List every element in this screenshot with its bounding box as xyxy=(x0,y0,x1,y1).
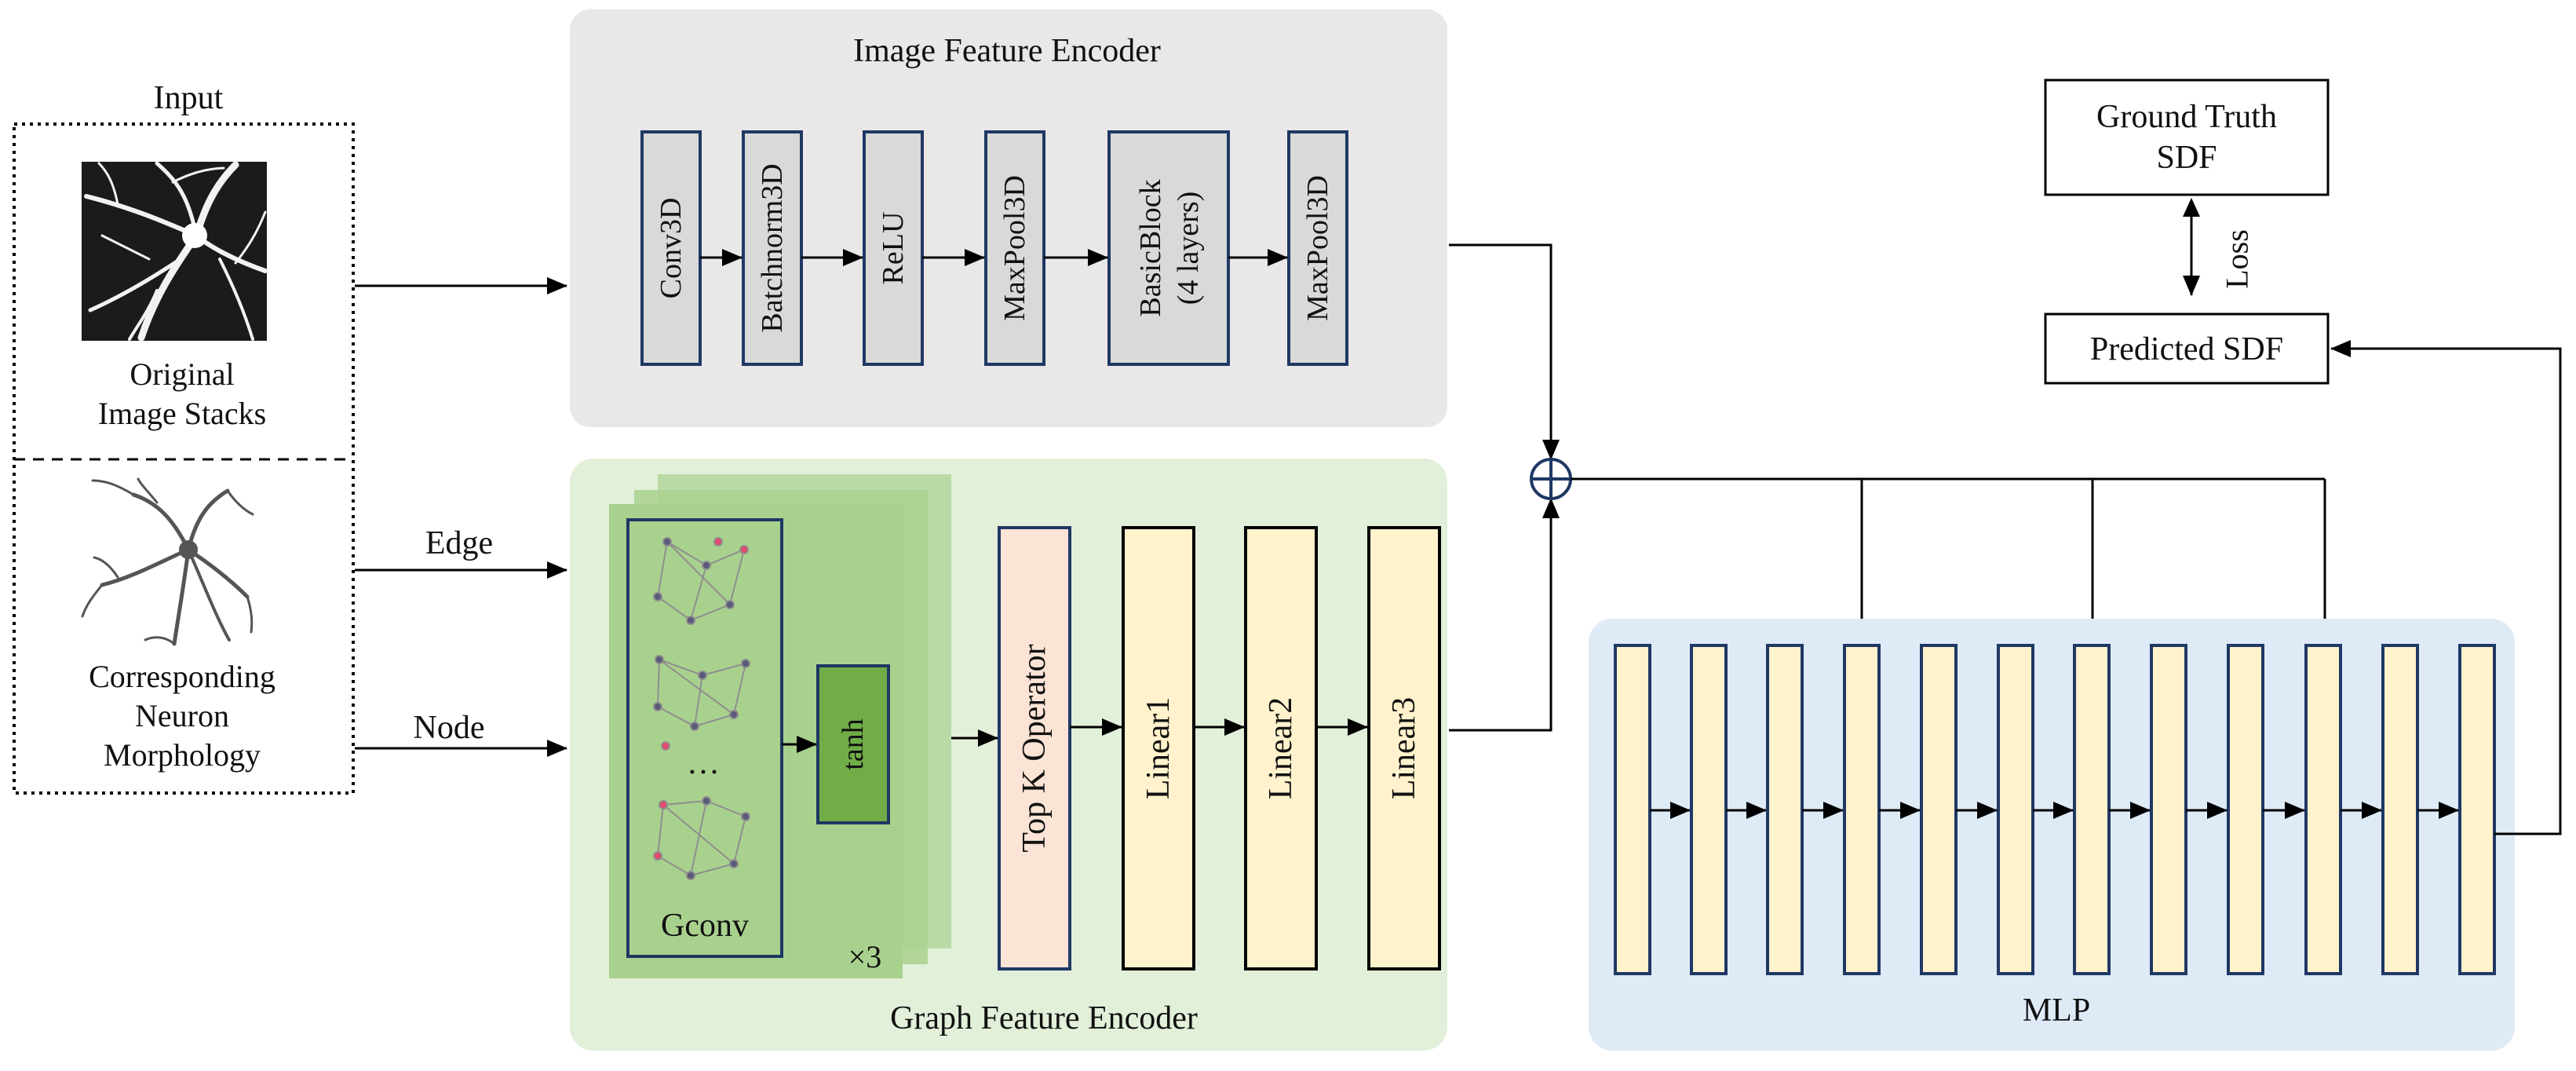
predicted-sdf-label: Predicted SDF xyxy=(2090,331,2283,367)
layer-basicblock xyxy=(1107,130,1230,366)
image-encoder-title: Image Feature Encoder xyxy=(853,33,1161,69)
layer-relu-label: ReLU xyxy=(877,212,910,285)
neuron-morphology-thumbnail xyxy=(81,477,254,646)
mlp-panel xyxy=(1589,619,2515,1051)
loss-arrow-head-top xyxy=(2183,198,2200,217)
linear3-label: Linear3 xyxy=(1386,697,1422,800)
mlp-title: MLP xyxy=(2023,992,2090,1029)
linear2-label: Linear2 xyxy=(1263,697,1299,800)
morphology-label-line1: Corresponding xyxy=(89,659,275,694)
skip-connections xyxy=(1853,479,2333,645)
linear3-block xyxy=(1367,526,1441,970)
loss-label: Loss xyxy=(2220,229,2255,289)
graph-encoder-blocks: Top K Operator Linear1 Linear2 Linear3 xyxy=(998,526,1441,970)
layer-maxpool3d-1 xyxy=(984,130,1045,366)
topk-label: Top K Operator xyxy=(1016,644,1053,852)
layer-conv3d xyxy=(640,130,702,366)
layer-maxpool3d-2 xyxy=(1287,130,1348,366)
mlp-layer-11 xyxy=(2381,644,2419,975)
original-label-line1: Original xyxy=(130,356,234,392)
layer-maxpool3d-2-label: MaxPool3D xyxy=(1301,175,1334,321)
linear2-block xyxy=(1244,526,1318,970)
layer-conv3d-label: Conv3D xyxy=(655,198,688,299)
mlp-layer-3 xyxy=(1766,644,1804,975)
ground-truth-label-line1: Ground Truth xyxy=(2096,99,2277,135)
arrow-image-to-concat xyxy=(1449,243,1560,460)
gconv-label: Gconv xyxy=(661,908,749,944)
layer-basicblock-sublabel: (4 layers) xyxy=(1172,192,1205,305)
layer-basicblock-label: BasicBlock xyxy=(1134,179,1167,316)
mlp-layer-5 xyxy=(1920,644,1958,975)
ground-truth-label-line2: SDF xyxy=(2156,140,2217,176)
arrow-graph-to-concat xyxy=(1449,498,1560,732)
gconv-box xyxy=(626,518,783,958)
image-encoder-layers: Conv3D Batchnorm3D ReLU MaxPool3D BasicB… xyxy=(640,130,1348,366)
original-image-stack-thumbnail xyxy=(82,161,268,342)
gconv-repeat: ×3 xyxy=(848,939,882,974)
mlp-layer-1 xyxy=(1614,644,1651,975)
graph-mini-2 xyxy=(653,655,750,751)
mlp-layer-9 xyxy=(2227,644,2264,975)
arrow-mlp-to-predicted xyxy=(2330,340,2562,835)
layer-batchnorm3d-label: Batchnorm3D xyxy=(756,163,789,332)
graph-mini-1 xyxy=(653,537,749,625)
mlp-layer-6 xyxy=(1997,644,2034,975)
mlp-layer-2 xyxy=(1690,644,1728,975)
linear1-label: Linear1 xyxy=(1140,697,1177,800)
morphology-label-line2: Neuron xyxy=(135,698,229,733)
edge-label: Edge xyxy=(425,525,493,561)
mlp-layer-10 xyxy=(2304,644,2342,975)
ground-truth-sdf-box xyxy=(2044,79,2330,196)
original-label-line2: Image Stacks xyxy=(98,396,266,431)
layer-relu xyxy=(863,130,924,366)
tanh-label: tanh xyxy=(837,718,870,769)
layer-batchnorm3d xyxy=(742,130,803,366)
mlp-layer-12 xyxy=(2458,644,2496,975)
linear1-block xyxy=(1122,526,1195,970)
topk-block xyxy=(998,526,1071,970)
concat-plus-icon xyxy=(1530,458,1572,500)
mlp-layers xyxy=(1614,644,2496,975)
morphology-label-line3: Morphology xyxy=(104,737,261,773)
mlp-layer-8 xyxy=(2150,644,2187,975)
layer-maxpool3d-1-label: MaxPool3D xyxy=(998,175,1031,321)
graph-encoder-title: Graph Feature Encoder xyxy=(890,1000,1198,1036)
node-label: Node xyxy=(414,710,485,746)
mlp-layer-4 xyxy=(1843,644,1881,975)
tanh-block xyxy=(816,664,890,824)
predicted-sdf-box xyxy=(2044,313,2330,385)
graph-mini-3 xyxy=(653,796,750,880)
mlp-layer-7 xyxy=(2073,644,2111,975)
input-title: Input xyxy=(154,80,224,116)
gconv-ellipsis: … xyxy=(687,745,720,781)
